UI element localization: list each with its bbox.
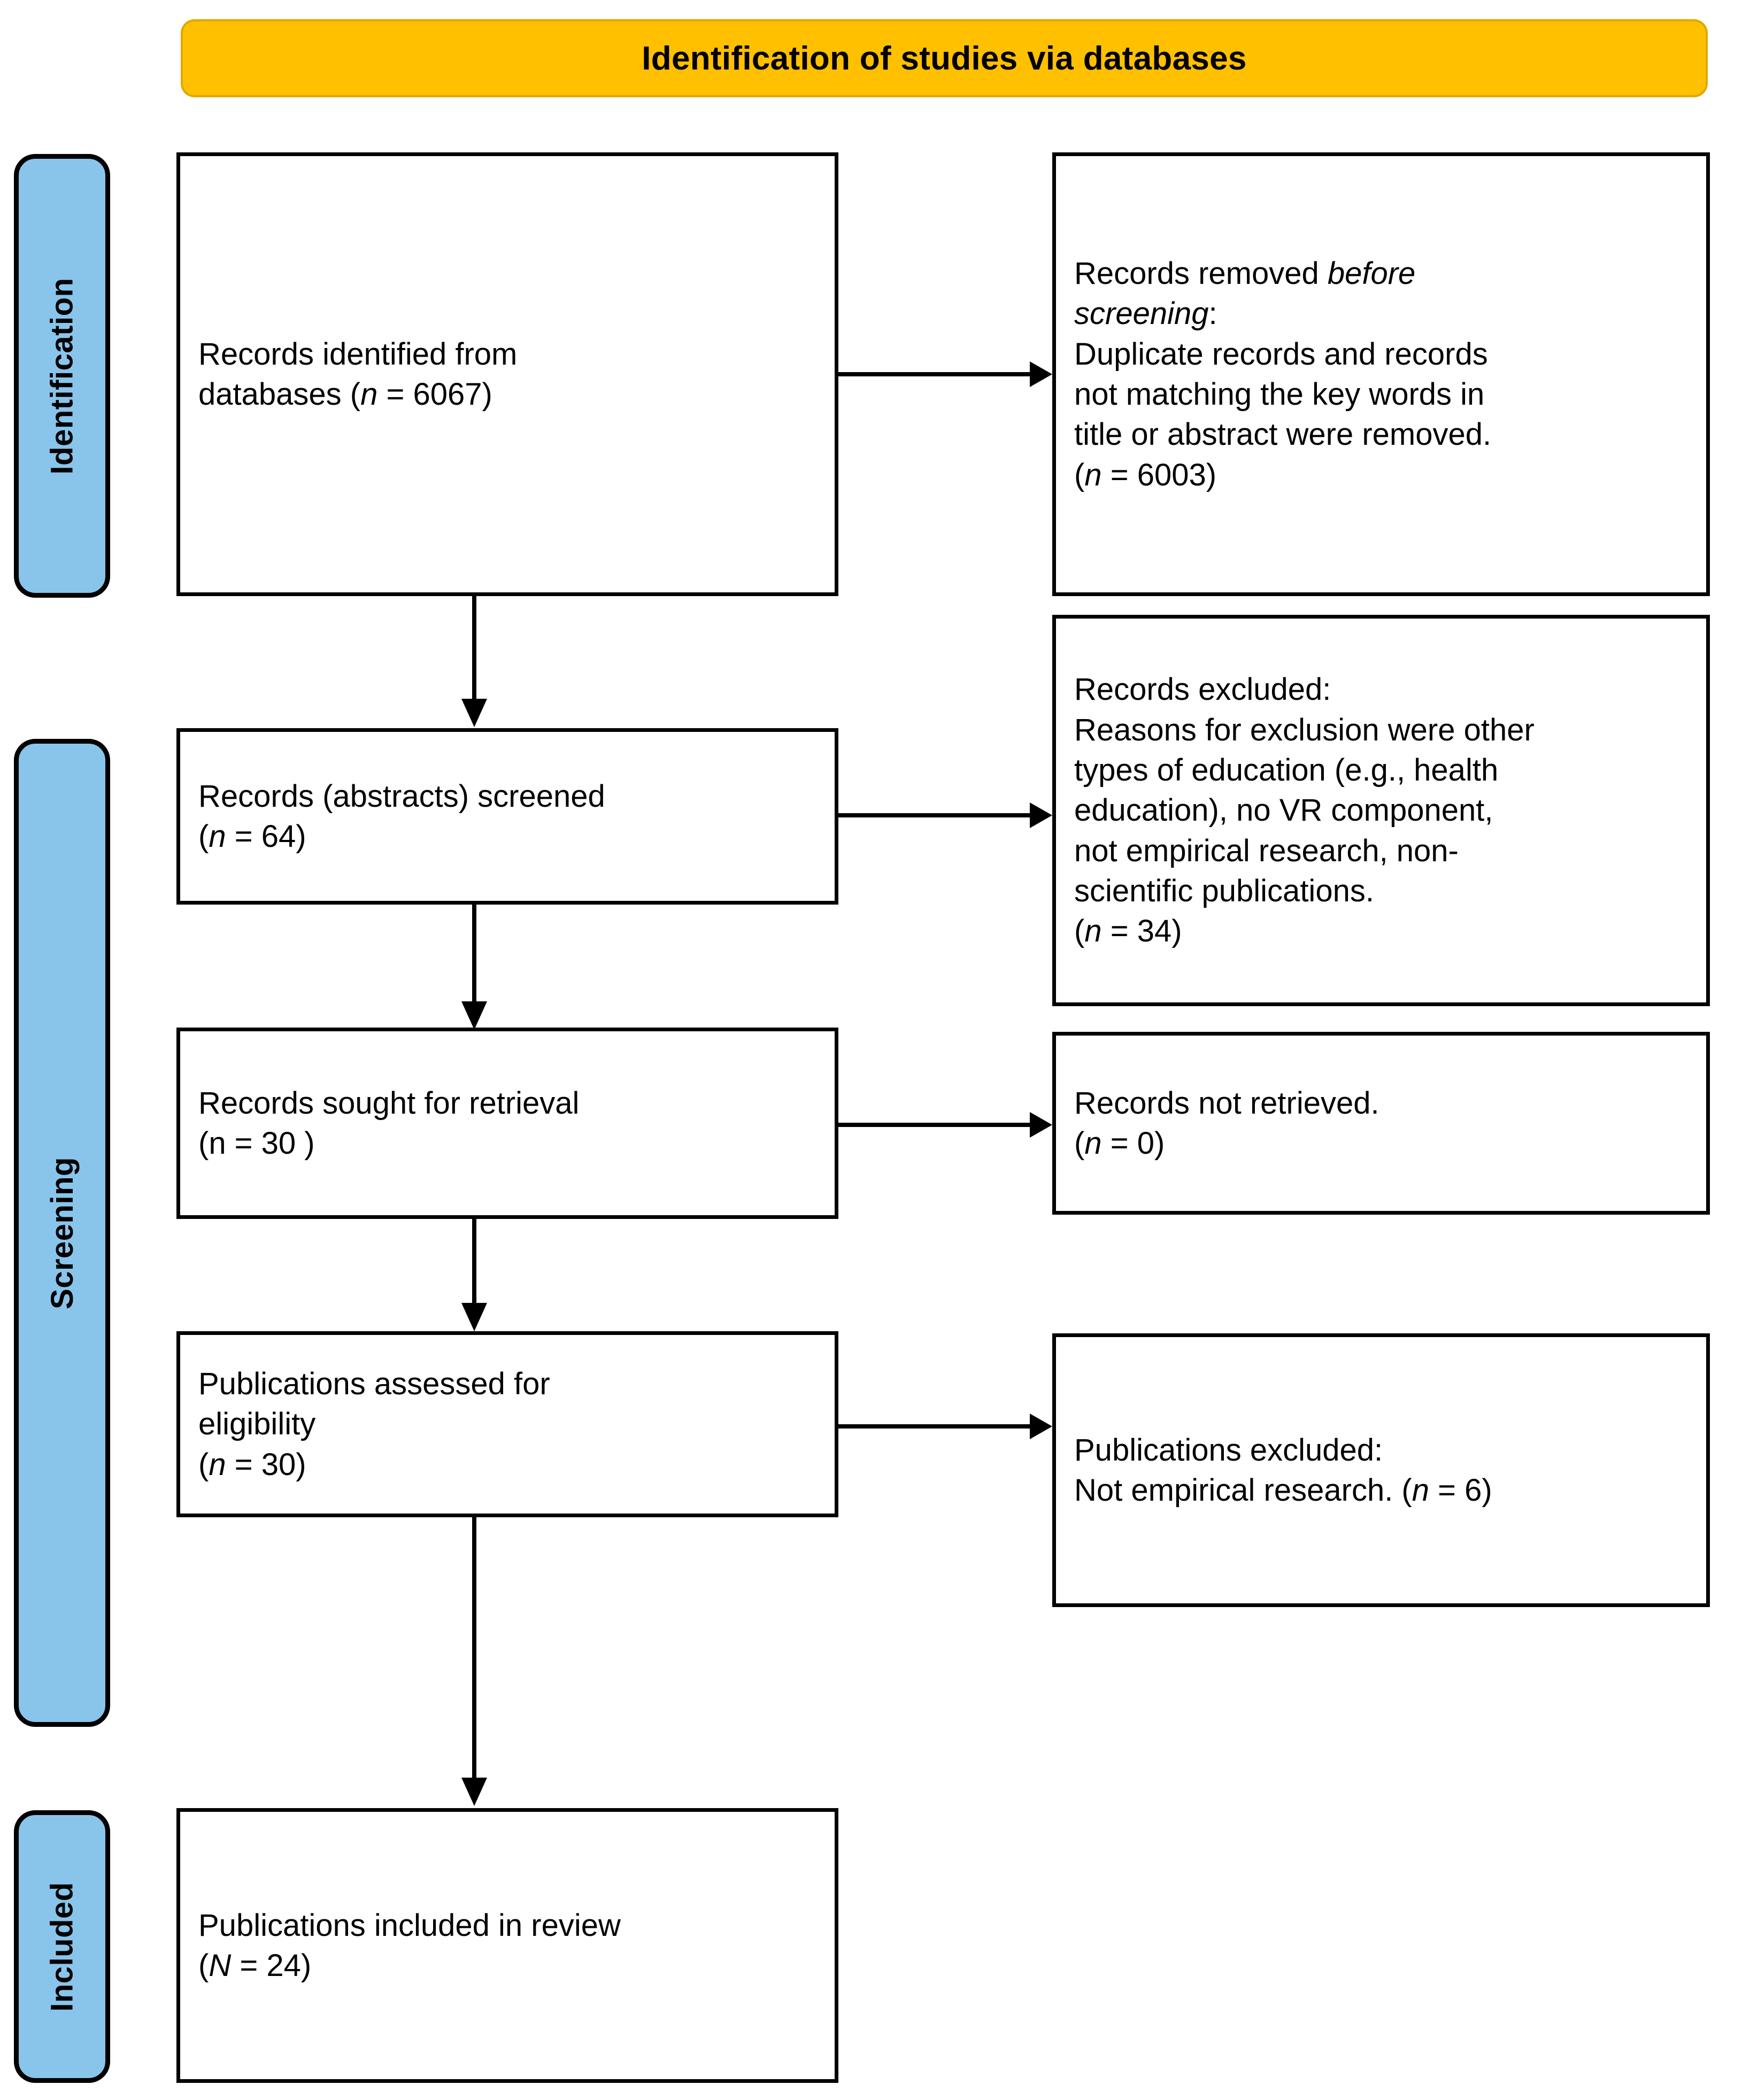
stage-bar-screening: Screening — [14, 739, 110, 1727]
box-publications-assessed: Publications assessed for eligibility (n… — [176, 1331, 838, 1517]
line-7-italic: n — [1084, 914, 1102, 949]
line-2-suffix: = 24) — [231, 1948, 312, 1983]
box-records-not-retrieved: Records not retrieved. (n = 0) — [1052, 1032, 1710, 1215]
line-3-italic: n — [209, 1447, 226, 1482]
line-2: Reasons for exclusion were other — [1074, 712, 1535, 747]
line-6-prefix: ( — [1074, 457, 1085, 492]
arrow-screened-to-excluded — [838, 799, 1058, 831]
arrow-assessed-to-included — [458, 1516, 491, 1808]
line-1: Publications included in review — [198, 1908, 621, 1943]
box-records-excluded: Records excluded: Reasons for exclusion … — [1052, 615, 1710, 1006]
line-5: title or abstract were removed. — [1074, 417, 1492, 452]
line-2-suffix: = 64) — [226, 819, 306, 854]
box-records-excluded-text: Records excluded: Reasons for exclusion … — [1074, 669, 1688, 952]
box-records-removed: Records removed before screening: Duplic… — [1052, 152, 1710, 596]
arrow-sought-to-not-retrieved — [838, 1109, 1058, 1141]
line-5: not empirical research, non- — [1074, 833, 1459, 868]
line-1: Publications excluded: — [1074, 1432, 1383, 1468]
box-publications-excluded: Publications excluded: Not empirical res… — [1052, 1333, 1710, 1607]
line-2-suffix: = 6) — [1429, 1473, 1492, 1508]
line-7-prefix: ( — [1074, 914, 1085, 949]
line-4: not matching the key words in — [1074, 377, 1485, 412]
line-3-prefix: ( — [198, 1447, 209, 1482]
banner-title: Identification of studies via databases — [642, 40, 1247, 77]
line-1-italic: before — [1327, 256, 1416, 291]
line-1: Records (abstracts) screened — [198, 778, 605, 814]
line-2-prefix: ( — [1074, 1126, 1085, 1161]
line-6-suffix: = 6003) — [1101, 457, 1217, 492]
line-1: Records not retrieved. — [1074, 1085, 1379, 1121]
arrow-screened-to-sought — [458, 904, 491, 1032]
line-6-italic: n — [1084, 457, 1102, 492]
box-records-screened: Records (abstracts) screened (n = 64) — [176, 728, 838, 905]
stage-label-identification: Identification — [44, 277, 80, 474]
line-2-italic: N — [209, 1948, 232, 1983]
line-2-suffix: : — [1208, 296, 1217, 331]
box-records-removed-text: Records removed before screening: Duplic… — [1074, 253, 1688, 495]
arrow-identified-to-removed — [838, 358, 1058, 390]
box-records-not-retrieved-text: Records not retrieved. (n = 0) — [1074, 1083, 1688, 1164]
line-3: Duplicate records and records — [1074, 336, 1488, 372]
box-records-identified-text: Records identified from databases (n = 6… — [198, 334, 816, 415]
box-publications-assessed-text: Publications assessed for eligibility (n… — [198, 1364, 816, 1485]
line-1: Records excluded: — [1074, 672, 1331, 707]
line-2-italic: n — [360, 377, 378, 412]
line-2: eligibility — [198, 1407, 316, 1442]
line-6: scientific publications. — [1074, 874, 1374, 909]
line-2-suffix: = 6067) — [377, 377, 492, 412]
line-3: types of education (e.g., health — [1074, 752, 1499, 788]
line-2-prefix: Not empirical research. ( — [1074, 1473, 1412, 1508]
line-3-suffix: = 30) — [226, 1447, 306, 1482]
box-publications-excluded-text: Publications excluded: Not empirical res… — [1074, 1430, 1688, 1511]
line-1-prefix: Records removed — [1074, 256, 1328, 291]
stage-bar-included: Included — [14, 1810, 110, 2083]
line-2-suffix: = 0) — [1101, 1126, 1165, 1161]
box-records-screened-text: Records (abstracts) screened (n = 64) — [198, 776, 816, 857]
arrow-assessed-to-publications-excluded — [838, 1410, 1058, 1442]
line-2: (n = 30 ) — [198, 1126, 315, 1161]
line-2-prefix: databases ( — [198, 377, 361, 412]
stage-label-screening: Screening — [44, 1156, 80, 1309]
box-publications-included-text: Publications included in review (N = 24) — [198, 1905, 816, 1986]
stage-label-included: Included — [44, 1881, 80, 2012]
box-publications-included: Publications included in review (N = 24) — [176, 1808, 838, 2083]
line-4: education), no VR component, — [1074, 793, 1493, 828]
line-7-suffix: = 34) — [1101, 914, 1182, 949]
line-2-italic: n — [1084, 1126, 1102, 1161]
line-2-prefix: ( — [198, 819, 209, 854]
arrow-sought-to-assessed — [458, 1218, 491, 1333]
line-1: Records identified from — [198, 336, 518, 372]
arrow-identified-to-screened — [458, 596, 491, 730]
diagram-header-banner: Identification of studies via databases — [181, 19, 1708, 97]
line-2-italic: screening — [1074, 296, 1209, 331]
box-records-identified: Records identified from databases (n = 6… — [176, 152, 838, 596]
line-2-italic: n — [1412, 1473, 1430, 1508]
box-records-sought-text: Records sought for retrieval (n = 30 ) — [198, 1083, 816, 1164]
line-1: Publications assessed for — [198, 1366, 550, 1401]
line-2-italic: n — [209, 819, 226, 854]
box-records-sought: Records sought for retrieval (n = 30 ) — [176, 1028, 838, 1219]
stage-bar-identification: Identification — [14, 154, 110, 598]
line-2-prefix: ( — [198, 1948, 209, 1983]
line-1: Records sought for retrieval — [198, 1085, 580, 1121]
